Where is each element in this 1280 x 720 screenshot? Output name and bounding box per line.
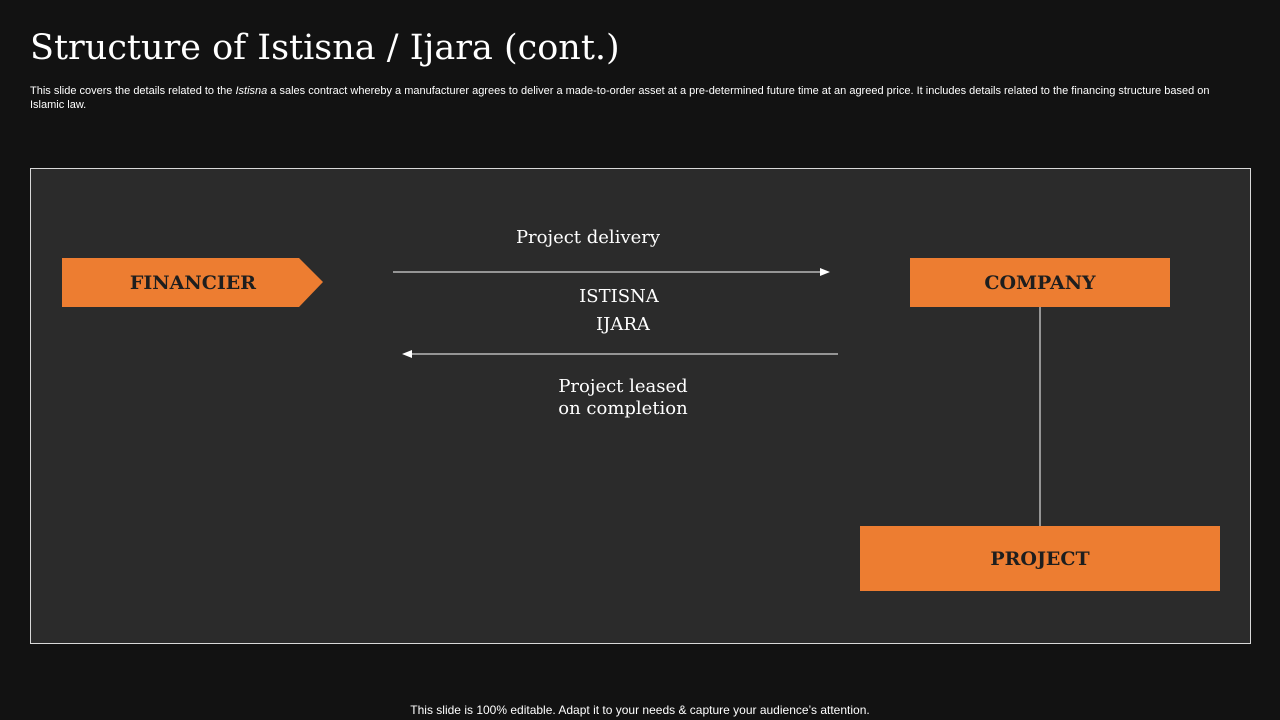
slide-subtitle: This slide covers the details related to… — [30, 84, 1245, 112]
financier-node: FINANCIER — [62, 258, 323, 307]
ijara-label: IJARA — [596, 314, 651, 335]
company-node: COMPANY — [910, 258, 1170, 307]
project-shape — [860, 526, 1220, 591]
financier-label: FINANCIER — [130, 272, 256, 294]
financier-shape — [62, 258, 323, 307]
diagram-panel: FINANCIER COMPANY PROJECT Project delive… — [30, 168, 1251, 644]
slide-title: Structure of Istisna / Ijara (cont.) — [30, 28, 620, 68]
project-label: PROJECT — [990, 548, 1089, 570]
project-node: PROJECT — [860, 526, 1220, 591]
istisna-label: ISTISNA — [579, 286, 660, 307]
slide-footer: This slide is 100% editable. Adapt it to… — [410, 703, 870, 717]
project-leased-label-line1: Project leased — [558, 376, 687, 397]
project-leased-label-line2: on completion — [558, 398, 688, 419]
istisna-ijara-diagram: FINANCIER COMPANY PROJECT Project delive… — [62, 227, 1220, 591]
company-label: COMPANY — [984, 272, 1096, 294]
subtitle-text-start: This slide covers the details related to… — [30, 85, 236, 97]
subtitle-italic-term: Istisna — [235, 85, 268, 97]
subtitle-text-end: a sales contract whereby a manufacturer … — [30, 85, 1210, 111]
company-shape — [910, 258, 1170, 307]
project-delivery-label: Project delivery — [516, 227, 661, 248]
